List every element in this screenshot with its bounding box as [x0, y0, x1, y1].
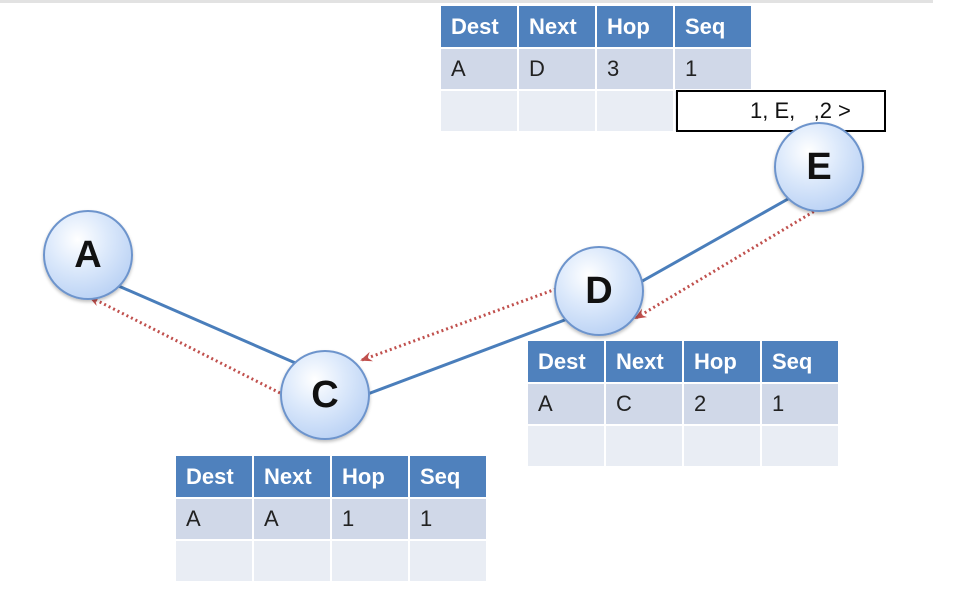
- link-d-e: [629, 193, 796, 290]
- header-next: Next: [606, 341, 682, 384]
- reply-arrow-e-d: [634, 207, 819, 320]
- header-next: Next: [254, 456, 330, 499]
- table-row: A D 3 1: [441, 49, 751, 91]
- node-e: E: [774, 122, 864, 212]
- cell-seq: 1: [762, 384, 838, 426]
- node-d: D: [554, 246, 644, 336]
- cell-dest: [441, 91, 517, 131]
- table-row: A A 1 1: [176, 499, 486, 541]
- header-hop: Hop: [597, 6, 673, 49]
- cell-hop: [684, 426, 760, 466]
- header-seq: Seq: [762, 341, 838, 384]
- cell-dest: [176, 541, 252, 581]
- cell-hop: 3: [597, 49, 673, 91]
- cell-hop: [332, 541, 408, 581]
- cell-seq: 1: [675, 49, 751, 91]
- header-dest: Dest: [176, 456, 252, 499]
- cell-next: [519, 91, 595, 131]
- node-c: C: [280, 350, 370, 440]
- routing-table-c: Dest Next Hop Seq A A 1 1: [174, 456, 488, 581]
- cell-dest: A: [441, 49, 517, 91]
- node-a: A: [43, 210, 133, 300]
- cell-hop: [597, 91, 673, 131]
- table-row: [528, 426, 838, 466]
- cell-next: D: [519, 49, 595, 91]
- link-a-c: [113, 282, 301, 367]
- cell-next: A: [254, 499, 330, 541]
- header-dest: Dest: [441, 6, 517, 49]
- link-c-d: [364, 316, 571, 397]
- header-next: Next: [519, 6, 595, 49]
- reply-arrow-c-a: [88, 295, 281, 395]
- header-dest: Dest: [528, 341, 604, 384]
- cell-next: C: [606, 384, 682, 426]
- table-row: A C 2 1: [528, 384, 838, 426]
- header-seq: Seq: [675, 6, 751, 49]
- header-hop: Hop: [332, 456, 408, 499]
- table-row: [176, 541, 486, 581]
- cell-seq: [762, 426, 838, 466]
- cell-seq: 1: [410, 499, 486, 541]
- cell-hop: 1: [332, 499, 408, 541]
- cell-seq: [410, 541, 486, 581]
- cell-dest: A: [176, 499, 252, 541]
- rreq-message-box: 1, E, ,2 >: [676, 90, 886, 132]
- top-border-line: [0, 0, 933, 3]
- cell-hop: 2: [684, 384, 760, 426]
- header-seq: Seq: [410, 456, 486, 499]
- header-hop: Hop: [684, 341, 760, 384]
- cell-dest: [528, 426, 604, 466]
- routing-table-d: Dest Next Hop Seq A C 2 1: [526, 341, 840, 466]
- cell-next: [606, 426, 682, 466]
- cell-dest: A: [528, 384, 604, 426]
- cell-next: [254, 541, 330, 581]
